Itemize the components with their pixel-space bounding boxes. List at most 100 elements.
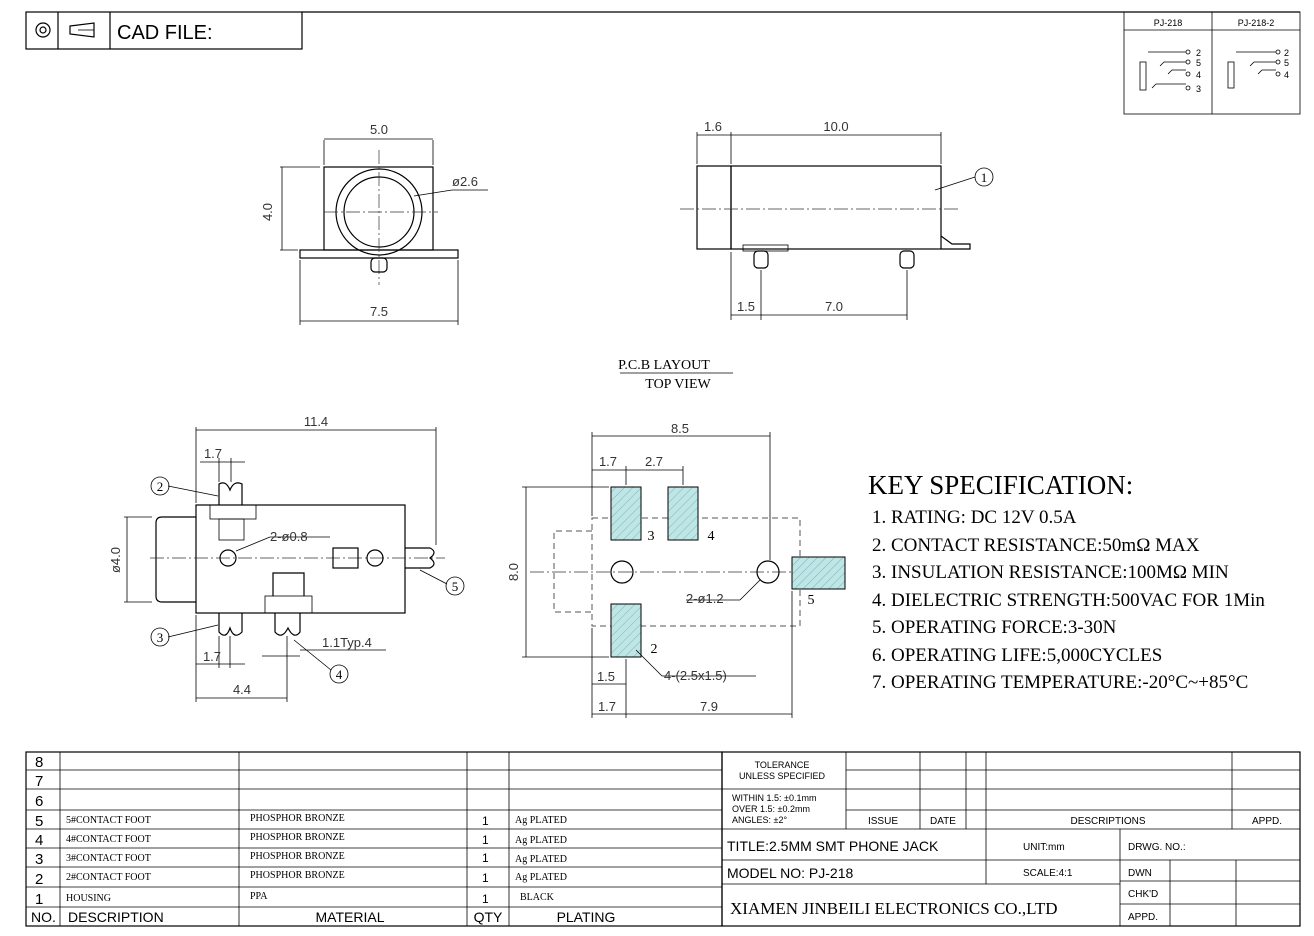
side-callout-1: 1: [981, 170, 988, 185]
bom-row-mat: PHOSPHOR BRONZE: [250, 851, 345, 862]
variant-left-pin-4: 4: [1196, 70, 1201, 80]
variant-right-pin-4: 4: [1284, 70, 1289, 80]
bom-header-plating: PLATING: [557, 909, 616, 925]
bom-row-plating: Ag PLATED: [515, 835, 567, 846]
pad-label-3: 3: [648, 529, 655, 544]
spec-item: 7. OPERATING TEMPERATURE:-20°C~+85°C: [872, 672, 1248, 693]
variant-left-label: PJ-218: [1154, 18, 1183, 28]
unit-label: UNIT:mm: [1023, 842, 1065, 853]
spec-item: 4. DIELECTRIC STRENGTH:500VAC FOR 1Min: [872, 590, 1265, 611]
dwn-label: DWN: [1128, 868, 1152, 879]
issue-label: ISSUE: [868, 816, 898, 827]
bom-row-no: 8: [35, 754, 43, 771]
top-overall-dim: 11.4: [304, 414, 328, 429]
drwg-label: DRWG. NO.:: [1128, 842, 1186, 853]
side-length-dim: 10.0: [823, 119, 848, 134]
front-height-dim: 4.0: [260, 203, 275, 221]
tolerance-angles: ANGLES: ±2°: [732, 815, 787, 825]
pcb-holes-dim: 2-ø1.2: [686, 591, 724, 606]
top-dia-dim: ø4.0: [108, 547, 123, 573]
front-width-dim: 5.0: [370, 122, 388, 137]
variant-left-pin-5: 5: [1196, 58, 1201, 68]
pad-label-4: 4: [708, 529, 715, 544]
bom-table: 8 7 6 5 5#CONTACT FOOT PHOSPHOR BRONZE 1…: [25, 751, 723, 927]
pad-5: [791, 556, 846, 590]
side-view: 1.6 10.0 1.5 7.0 1: [680, 119, 994, 320]
pcb-d1-dim: 1.7: [599, 454, 617, 469]
bom-row-desc: 5#CONTACT FOOT: [66, 815, 151, 826]
tolerance-label2: UNLESS SPECIFIED: [739, 771, 826, 781]
spec-item: 3. INSULATION RESISTANCE:100MΩ MIN: [872, 562, 1229, 583]
bom-row-desc: 3#CONTACT FOOT: [66, 853, 151, 864]
variant-right-label: PJ-218-2: [1238, 18, 1275, 28]
top-callout-3: 3: [157, 630, 164, 645]
bom-row-plating: Ag PLATED: [515, 854, 567, 865]
bom-row-no: 7: [35, 773, 43, 790]
bom-row-qty: 1: [482, 851, 489, 865]
pcb-d5-dim: 7.9: [700, 699, 718, 714]
bom-row-qty: 1: [482, 833, 489, 847]
bom-row-no: 5: [35, 813, 43, 830]
projection-symbol-icon: [35, 22, 95, 38]
bom-row-mat: PPA: [250, 891, 268, 902]
title-text: TITLE:2.5MM SMT PHONE JACK: [727, 838, 939, 854]
pcb-layout-title: P.C.B LAYOUT TOP VIEW: [618, 358, 733, 392]
pcb-height-dim: 8.0: [506, 563, 521, 581]
tolerance-label: TOLERANCE: [755, 760, 810, 770]
top-holes-dim: 2-ø0.8: [270, 529, 308, 544]
variant-right-pin-5: 5: [1284, 58, 1289, 68]
variant-right-pin-2: 2: [1284, 48, 1289, 58]
bom-row-desc: 2#CONTACT FOOT: [66, 872, 151, 883]
pad-label-2: 2: [651, 642, 658, 657]
bom-row-mat: PHOSPHOR BRONZE: [250, 832, 345, 843]
pcb-pads-dim: 4-(2.5x1.5): [664, 668, 727, 683]
front-base-dim: 7.5: [370, 304, 388, 319]
pcb-overall-dim: 8.5: [671, 421, 689, 436]
top-callout-4: 4: [336, 667, 343, 682]
bom-row-qty: 1: [482, 814, 489, 828]
variant-left-pin-2: 2: [1196, 48, 1201, 58]
pcb-d4-dim: 1.7: [598, 699, 616, 714]
model-text: MODEL NO: PJ-218: [727, 865, 854, 881]
top-pin-width-dim: 1.7: [204, 446, 222, 461]
bom-row-plating: BLACK: [520, 892, 555, 903]
tolerance-within: WITHIN 1.5: ±0.1mm: [732, 793, 816, 803]
bom-row-desc: HOUSING: [66, 893, 111, 904]
title-block: TOLERANCE UNLESS SPECIFIED WITHIN 1.5: ±…: [721, 751, 1301, 927]
appd2-label: APPD.: [1128, 912, 1158, 923]
front-hole-dim: ø2.6: [452, 174, 478, 189]
bom-row-no: 2: [35, 871, 43, 888]
bom-row-no: 1: [35, 891, 43, 908]
tolerance-over: OVER 1.5: ±0.2mm: [732, 804, 810, 814]
top-typ-dim: 1.1Typ.4: [322, 635, 372, 650]
side-pin-offset-dim: 1.5: [737, 299, 755, 314]
cad-header: CAD FILE:: [25, 11, 303, 50]
appd-label: APPD.: [1252, 816, 1282, 827]
spec-item: 6. OPERATING LIFE:5,000CYCLES: [872, 645, 1162, 666]
bom-row-desc: 4#CONTACT FOOT: [66, 834, 151, 845]
side-pin-pitch-dim: 7.0: [825, 299, 843, 314]
date-label: DATE: [930, 816, 956, 827]
pad-2: [610, 603, 642, 658]
pcb-d3-dim: 1.5: [597, 669, 615, 684]
top-callout-5: 5: [452, 579, 459, 594]
pad-3: [610, 486, 642, 541]
bom-header-no: NO.: [31, 909, 56, 925]
chkd-label: CHK'D: [1128, 889, 1158, 900]
bom-row-plating: Ag PLATED: [515, 872, 567, 883]
cad-file-label: CAD FILE:: [117, 22, 213, 44]
bom-row-no: 6: [35, 793, 43, 810]
bom-row-no: 4: [35, 832, 43, 849]
bom-header-mat: MATERIAL: [316, 909, 385, 925]
top-view: 11.4 1.7 2-ø0.8 ø4.0 1.7 4.4 1.1Typ.4 2 …: [108, 414, 465, 702]
variant-left-pin-3: 3: [1196, 84, 1201, 94]
pcb-d2-dim: 2.7: [645, 454, 663, 469]
bom-row-mat: PHOSPHOR BRONZE: [250, 870, 345, 881]
bom-row-plating: Ag PLATED: [515, 815, 567, 826]
bom-row-qty: 1: [482, 892, 489, 906]
pcb-footprint: 3 4 2 5 8.5 1.7 2.7 8.0 2-ø1.2 4-(2.5x1.…: [506, 421, 846, 718]
variant-schematic-box: PJ-218 PJ-218-2 2 5 4 3 2 5 4: [1123, 11, 1301, 115]
pcb-title-line1: P.C.B LAYOUT: [618, 358, 710, 373]
top-callout-2: 2: [157, 479, 164, 494]
